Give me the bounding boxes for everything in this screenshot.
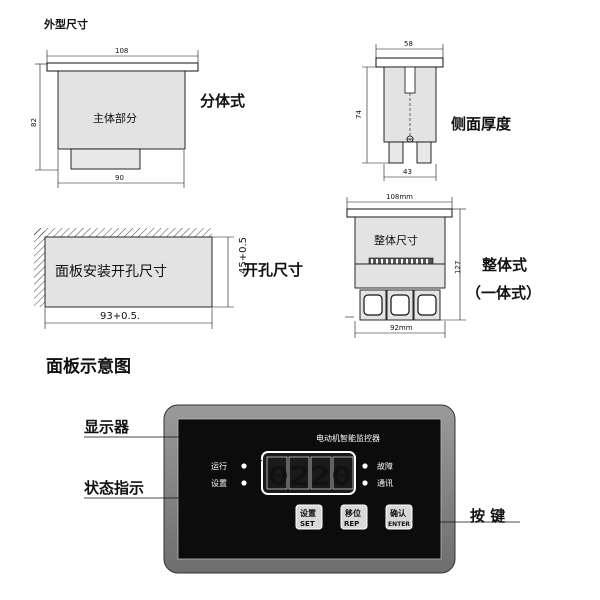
dim-127: 127 — [454, 261, 462, 274]
display-callout-line — [84, 436, 263, 462]
indicator-led-fault — [362, 463, 368, 469]
panel-title: 电动机智能监控器 — [316, 433, 380, 443]
enter-button[interactable]: 确认 ENTER — [385, 504, 413, 530]
panel-cutout-view: 面板安装开孔尺寸 45+0.5 93+0.5. — [34, 228, 249, 329]
integral-type-sub: （一体式） — [466, 284, 541, 302]
dim-82: 82 — [30, 118, 38, 127]
dim-93: 93+0.5. — [100, 311, 140, 322]
indicator-led-run — [241, 463, 247, 469]
display-readout: 0220 — [268, 462, 352, 492]
dim-108: 108 — [115, 47, 128, 55]
cutout-size-label: 开孔尺寸 — [243, 261, 303, 279]
status-callout-label: 状态指示 — [84, 479, 144, 497]
shift-button-top: 移位 — [345, 508, 361, 518]
side-thickness-label: 侧面厚度 — [451, 115, 512, 133]
enter-button-bottom: ENTER — [388, 521, 410, 528]
shift-button-bottom: REP — [344, 520, 359, 528]
body-part-label: 主体部分 — [93, 111, 137, 125]
dim-45: 45+0.5 — [238, 237, 249, 274]
split-type-front-view: 108 主体部分 82 90 — [30, 47, 199, 188]
indicator-label-run: 运行 — [211, 461, 227, 471]
indicator-led-setting — [241, 480, 247, 486]
dim-43: 43 — [403, 168, 412, 176]
set-button-top: 设置 — [300, 508, 316, 518]
side-view: 58 74 43 — [355, 40, 444, 181]
dim-74: 74 — [355, 110, 363, 119]
front-panel: 电动机智能监控器 运行 设置 故障 通讯 0220 设置 SET 移位 REP — [163, 404, 456, 574]
whole-size-label: 整体尺寸 — [374, 233, 418, 247]
indicator-led-comm — [362, 480, 368, 486]
status-callout-tick — [203, 487, 211, 499]
integral-type-view: 108mm 整体尺寸 127 92mm — [345, 193, 466, 338]
dim-108mm: 108mm — [386, 193, 413, 201]
dim-90: 90 — [115, 174, 124, 182]
split-type-label: 分体式 — [200, 92, 245, 110]
panel-diagram-title: 面板示意图 — [46, 356, 131, 377]
outline-title: 外型尺寸 — [43, 17, 88, 31]
indicator-label-setting: 设置 — [211, 478, 227, 488]
enter-button-top: 确认 — [390, 508, 407, 518]
indicator-label-fault: 故障 — [377, 461, 393, 471]
dim-92mm: 92mm — [390, 324, 413, 332]
dim-58: 58 — [404, 40, 413, 48]
display-callout-label: 显示器 — [84, 418, 130, 436]
indicator-label-comm: 通讯 — [377, 478, 393, 488]
integral-type-label: 整体式 — [482, 256, 527, 274]
panel-cutout-label: 面板安装开孔尺寸 — [55, 264, 167, 280]
keys-callout-label: 按 键 — [470, 507, 505, 525]
set-button[interactable]: 设置 SET — [295, 504, 323, 530]
shift-button[interactable]: 移位 REP — [340, 504, 368, 530]
set-button-bottom: SET — [300, 520, 315, 528]
